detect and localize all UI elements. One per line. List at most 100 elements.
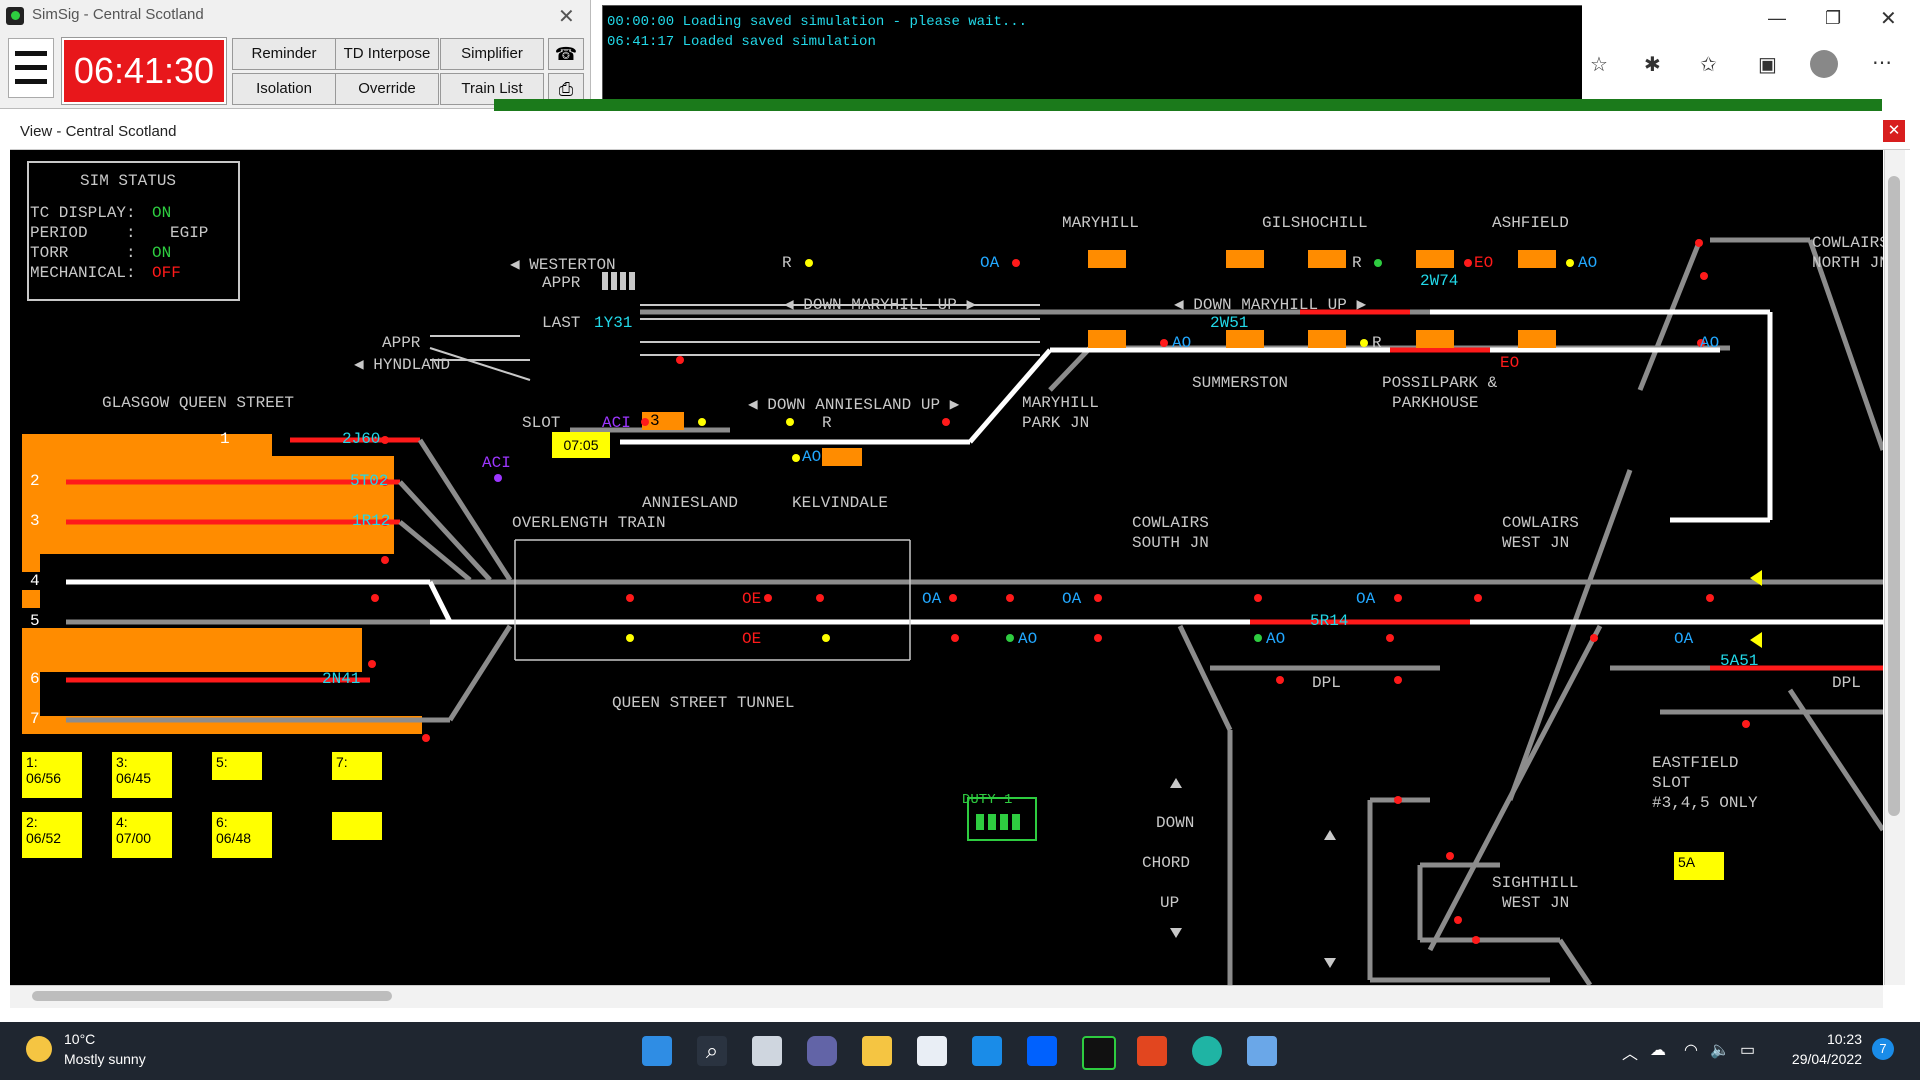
platform-number: 4 — [30, 572, 40, 590]
sim-status-frame — [27, 161, 240, 301]
horizontal-scrollbar[interactable] — [10, 985, 1883, 1008]
override-button[interactable]: Override — [335, 73, 439, 105]
location-label: PARKHOUSE — [1392, 394, 1479, 412]
berth-number[interactable]: 3 — [650, 412, 660, 430]
simsig-app-icon — [6, 7, 24, 25]
signal-code: OA — [1062, 590, 1082, 608]
slot-time[interactable]: 07:05 — [552, 432, 610, 458]
wifi-icon[interactable]: ◠ — [1684, 1042, 1698, 1059]
signal-code: EO — [1474, 254, 1494, 272]
platform-box[interactable]: 4:07/00 — [112, 812, 172, 858]
maximize-icon[interactable]: ❐ — [1825, 8, 1842, 28]
view-window-title: View - Central Scotland — [20, 123, 177, 140]
headcode[interactable]: 2W74 — [1420, 272, 1459, 290]
photos-icon[interactable] — [1247, 1036, 1277, 1066]
office-icon[interactable] — [1137, 1036, 1167, 1066]
headcode[interactable]: 1Y31 — [594, 314, 633, 332]
sim-clock[interactable]: 06:41:30 — [62, 38, 226, 104]
train-list-button[interactable]: Train List — [440, 73, 544, 105]
weather-sun-icon[interactable] — [26, 1036, 52, 1062]
platform-number: 2 — [30, 472, 40, 490]
telephone-icon[interactable]: ☎ — [548, 38, 584, 70]
store-icon[interactable] — [917, 1036, 947, 1066]
platform-box[interactable]: 7: — [332, 752, 382, 780]
sim-status-heading: SIM STATUS — [80, 172, 177, 190]
clock-date[interactable]: 29/04/2022 — [1791, 1051, 1862, 1067]
location-label: #3,4,5 ONLY — [1652, 794, 1758, 812]
sim-status-label: MECHANICAL: — [30, 264, 136, 282]
scroll-thumb[interactable] — [1888, 176, 1900, 816]
occupied-sections — [1250, 309, 1883, 671]
message-console[interactable]: 00:00:00 Loading saved simulation - plea… — [602, 5, 1584, 111]
weather-description[interactable]: Mostly sunny — [64, 1051, 146, 1067]
profile-avatar[interactable] — [1810, 50, 1838, 78]
simplifier-button[interactable]: Simplifier — [440, 38, 544, 70]
signal-code: OA — [1356, 590, 1376, 608]
collections-icon[interactable]: ▣ — [1758, 54, 1777, 76]
teams-icon[interactable] — [807, 1036, 837, 1066]
aci-label: ACI — [602, 414, 631, 432]
simsig-taskbar-icon[interactable] — [1082, 1036, 1116, 1070]
vertical-scrollbar[interactable] — [1884, 150, 1905, 985]
notification-badge[interactable]: 7 — [1872, 1038, 1894, 1060]
platform-box[interactable]: 3:06/45 — [112, 752, 172, 798]
task-view-icon[interactable] — [752, 1036, 782, 1066]
weather-temperature[interactable]: 10°C — [64, 1031, 96, 1047]
cloud-icon[interactable]: ☁ — [1650, 1042, 1666, 1059]
sim-status-value: EGIP — [170, 224, 209, 242]
favorites-icon[interactable]: ✩ — [1700, 54, 1717, 76]
platform-box[interactable]: 5A — [1674, 852, 1724, 880]
search-icon[interactable]: ⌕ — [697, 1036, 727, 1066]
clock-time[interactable]: 10:23 — [1826, 1031, 1862, 1047]
platform-box[interactable]: 1:06/56 — [22, 752, 82, 798]
headcode[interactable]: 2N41 — [322, 670, 361, 688]
signalling-panel[interactable]: SIM STATUS TC DISPLAY: ON PERIOD : EGIP … — [10, 150, 1883, 985]
location-label: WEST JN — [1502, 534, 1570, 552]
platform-number: 7 — [30, 710, 40, 728]
location-label: GILSHOCHILL — [1262, 214, 1368, 232]
main-menu-button[interactable] — [8, 38, 54, 98]
headcode[interactable]: 2W51 — [1210, 314, 1249, 332]
location-label: EASTFIELD — [1652, 754, 1739, 772]
start-icon[interactable] — [642, 1036, 672, 1066]
signal-code: AO — [1018, 630, 1038, 648]
battery-icon[interactable]: ▭ — [1740, 1042, 1756, 1059]
isolation-button[interactable]: Isolation — [232, 73, 336, 105]
volume-icon[interactable]: 🔈 — [1710, 1042, 1730, 1059]
direction-label: ◀ DOWN MARYHILL UP ▶ — [784, 296, 977, 314]
favorite-add-icon[interactable]: ☆ — [1590, 54, 1608, 76]
signals — [368, 239, 1750, 944]
headcode[interactable]: 5A51 — [1720, 652, 1759, 670]
location-label: SIGHTHILL — [1492, 874, 1579, 892]
platform-box[interactable] — [332, 812, 382, 840]
td-interpose-button[interactable]: TD Interpose — [335, 38, 439, 70]
aci-label: ACI — [482, 454, 511, 472]
headcode[interactable]: 5T02 — [350, 472, 389, 490]
more-options-icon[interactable]: ⋯ — [1872, 52, 1892, 74]
location-label: ◀ WESTERTON — [510, 256, 616, 274]
edge-icon[interactable] — [1192, 1036, 1222, 1066]
duty-label[interactable]: DUTY 1 — [962, 792, 1013, 808]
mail-icon[interactable] — [972, 1036, 1002, 1066]
headcode[interactable]: 5R14 — [1310, 612, 1349, 630]
file-explorer-icon[interactable] — [862, 1036, 892, 1066]
platform-box[interactable]: 6:06/48 — [212, 812, 272, 858]
chevron-up-icon[interactable]: ︿ — [1622, 1046, 1639, 1063]
location-label: SLOT — [1652, 774, 1691, 792]
platform-box[interactable]: 2:06/52 — [22, 812, 82, 858]
scroll-thumb[interactable] — [32, 991, 392, 1001]
minimize-icon[interactable]: — — [1768, 8, 1786, 28]
close-icon[interactable]: ✕ — [1880, 8, 1897, 30]
dropbox-icon[interactable] — [1027, 1036, 1057, 1066]
headcode[interactable]: 1R12 — [352, 512, 391, 530]
reminder-button[interactable]: Reminder — [232, 38, 336, 70]
close-icon[interactable]: ✕ — [1883, 120, 1905, 142]
signal-code: R — [1352, 254, 1362, 272]
platform-box[interactable]: 5: — [212, 752, 262, 780]
duty-frame — [967, 797, 1037, 841]
extensions-icon[interactable]: ✱ — [1644, 54, 1661, 76]
sim-status-label: PERIOD : — [30, 224, 136, 242]
headcode[interactable]: 2J60 — [342, 430, 381, 448]
close-icon[interactable]: ✕ — [558, 6, 575, 28]
platform-number: 6 — [30, 670, 40, 688]
